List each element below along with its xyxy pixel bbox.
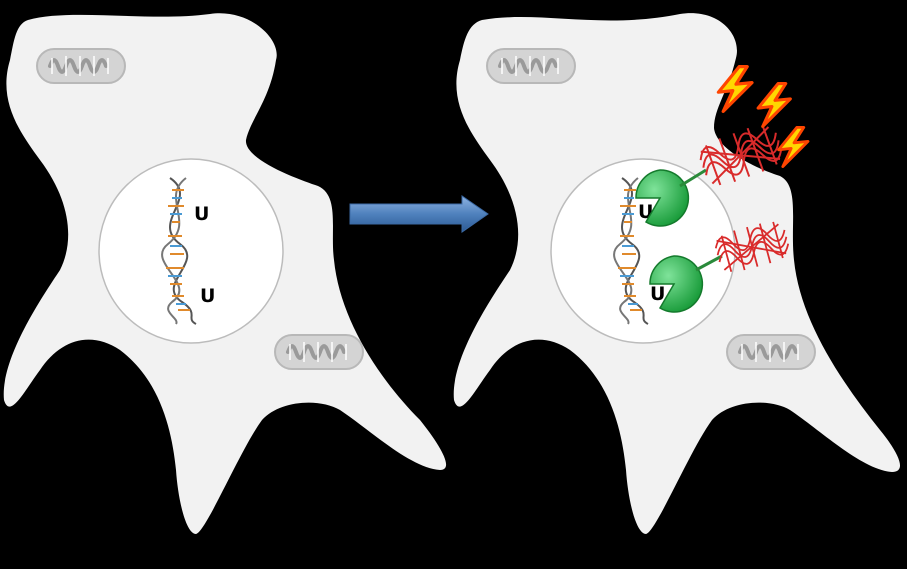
arrow-right-icon bbox=[349, 195, 489, 233]
lightning-icon bbox=[758, 84, 790, 127]
dna-helix-icon bbox=[161, 177, 197, 325]
mitochondrion-icon bbox=[36, 48, 126, 84]
mitochondrion-icon bbox=[486, 48, 576, 84]
linker bbox=[679, 168, 707, 188]
cell-after: U U bbox=[453, 13, 901, 534]
dna-helix-icon bbox=[613, 177, 649, 325]
linker bbox=[695, 254, 723, 272]
dna-label-u: U bbox=[650, 283, 665, 305]
cell-before: U U bbox=[3, 13, 447, 534]
lightning-icon bbox=[776, 126, 810, 168]
nucleus-before bbox=[98, 158, 284, 344]
enzyme-pacman-icon bbox=[649, 255, 704, 313]
dna-label-u: U bbox=[194, 203, 209, 225]
mitochondrion-icon bbox=[726, 334, 816, 370]
mitochondrion-icon bbox=[274, 334, 364, 370]
enzyme-pacman-icon bbox=[635, 169, 690, 227]
dna-label-u: U bbox=[200, 285, 215, 307]
